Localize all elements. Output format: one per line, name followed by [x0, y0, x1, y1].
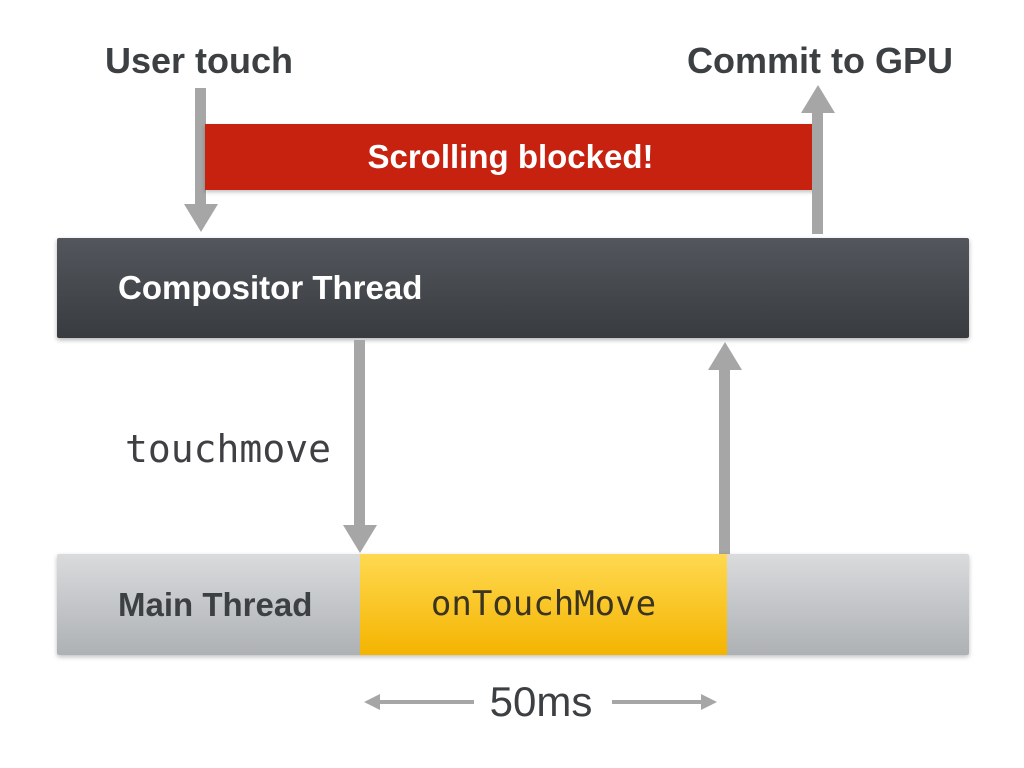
arrow-head-up-icon	[801, 85, 835, 113]
user-touch-label: User touch	[104, 40, 294, 81]
arrow-head-down-icon	[343, 525, 377, 553]
arrow-line	[379, 700, 474, 704]
compositor-thread-bar: Compositor Thread	[57, 238, 969, 338]
arrow-line	[612, 700, 702, 704]
arrow-line	[719, 369, 730, 554]
arrow-line	[354, 340, 365, 526]
arrow-line	[812, 112, 823, 234]
ontouchmove-task-label: onTouchMove	[430, 584, 657, 624]
main-thread-bar: onTouchMove Main Thread	[57, 554, 969, 655]
arrow-line	[195, 88, 206, 205]
touchmove-event-label: touchmove	[125, 427, 331, 471]
arrow-head-left-icon	[364, 694, 380, 710]
commit-to-gpu-label: Commit to GPU	[687, 40, 953, 81]
scrolling-blocked-banner: Scrolling blocked!	[205, 124, 816, 190]
arrow-head-down-icon	[184, 204, 218, 232]
duration-label: 50ms	[489, 678, 593, 725]
main-thread-label: Main Thread	[118, 586, 313, 623]
compositor-thread-label: Compositor Thread	[118, 269, 423, 306]
arrow-head-up-icon	[708, 342, 742, 370]
ontouchmove-task-block: onTouchMove	[360, 554, 727, 655]
arrow-head-right-icon	[701, 694, 717, 710]
